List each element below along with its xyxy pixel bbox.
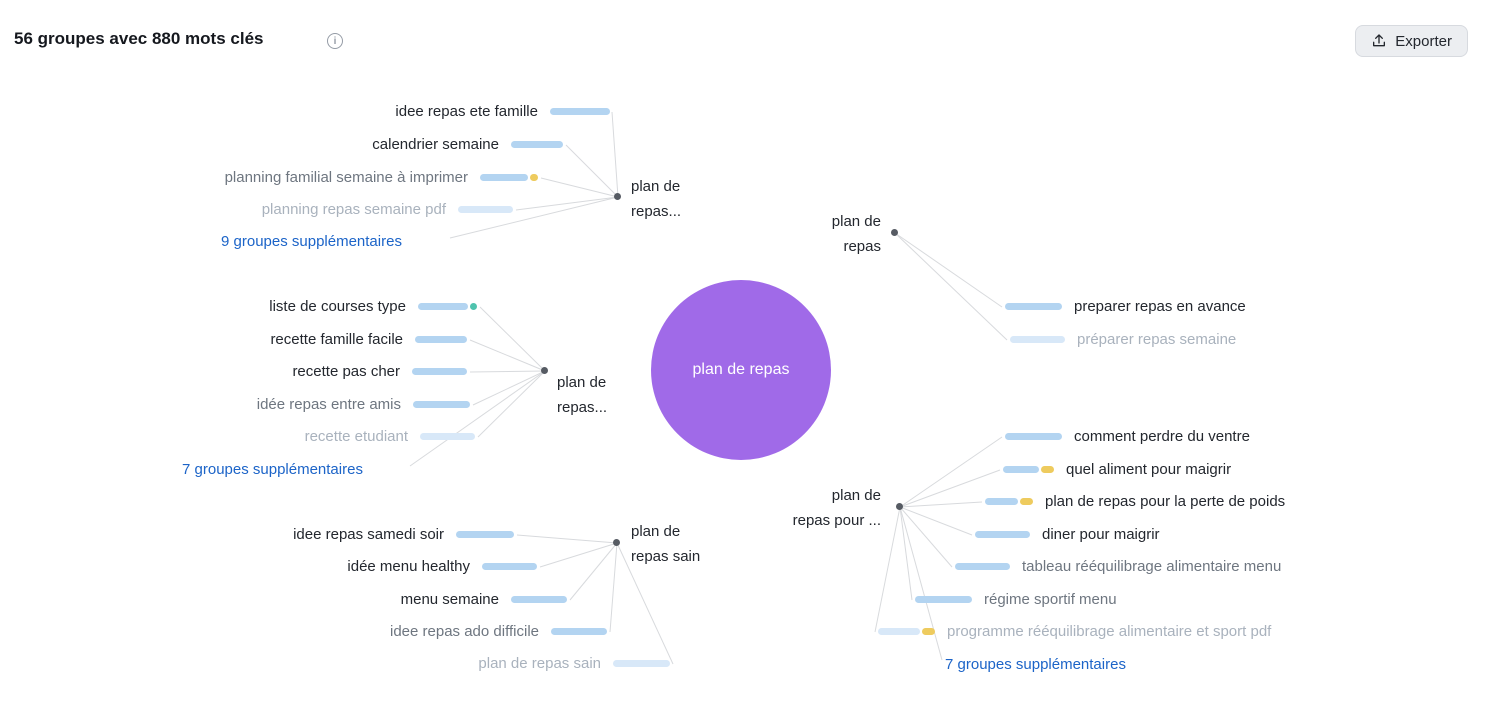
cluster-node-label-top-right[interactable]: plan de repas: [831, 213, 881, 255]
cluster-node-dot-bottom-right[interactable]: [896, 503, 903, 510]
cluster-node-label-top-left[interactable]: plan de repas...: [631, 178, 682, 220]
keyword-row[interactable]: preparer repas en avance: [1005, 295, 1246, 317]
volume-bar: [1005, 432, 1062, 440]
keyword-label: idee repas ete famille: [395, 102, 538, 120]
volume-bar: [985, 497, 1033, 505]
keyword-label: idée menu healthy: [347, 557, 470, 575]
keyword-label: planning repas semaine pdf: [261, 200, 446, 218]
keyword-label: plan de repas sain: [478, 654, 601, 672]
keyword-row[interactable]: recette famille facile: [270, 328, 467, 350]
keyword-label: tableau rééquilibrage alimentaire menu: [1022, 557, 1282, 575]
volume-bar: [511, 140, 563, 148]
keyword-row[interactable]: calendrier semaine: [372, 133, 563, 155]
keyword-label: comment perdre du ventre: [1074, 427, 1250, 445]
more-groups-link-top-left[interactable]: 9 groupes supplémentaires: [221, 232, 402, 250]
keyword-row[interactable]: idee repas ete famille: [395, 100, 610, 122]
keyword-row[interactable]: idee repas samedi soir: [293, 523, 514, 545]
volume-bar: [915, 595, 972, 603]
keyword-row[interactable]: plan de repas sain: [478, 652, 670, 674]
export-button-label: Exporter: [1395, 32, 1452, 50]
keyword-label: quel aliment pour maigrir: [1066, 460, 1232, 478]
center-topic-label: plan de repas: [692, 361, 790, 378]
keyword-row[interactable]: diner pour maigrir: [975, 523, 1160, 545]
volume-bar: [1005, 302, 1062, 310]
volume-bar: [1010, 335, 1065, 343]
keyword-label: programme rééquilibrage alimentaire et s…: [947, 622, 1272, 640]
keyword-row[interactable]: comment perdre du ventre: [1005, 425, 1250, 447]
cluster-node-dot-top-left[interactable]: [614, 193, 621, 200]
volume-bar: [975, 530, 1030, 538]
keyword-label: liste de courses type: [269, 297, 406, 315]
keyword-label: preparer repas en avance: [1074, 297, 1246, 315]
volume-bar: [878, 627, 935, 635]
keyword-row[interactable]: planning repas semaine pdf: [262, 198, 513, 220]
cluster-node-label-bottom-left[interactable]: plan de repas sain: [631, 523, 701, 565]
keyword-label: préparer repas semaine: [1077, 330, 1237, 348]
keyword-label: régime sportif menu: [984, 590, 1117, 608]
center-topic-node[interactable]: plan de repas: [651, 280, 831, 460]
keyword-row[interactable]: plan de repas pour la perte de poids: [985, 490, 1285, 512]
keyword-label: recette famille facile: [270, 330, 403, 348]
keyword-label: recette etudiant: [304, 427, 408, 445]
keyword-row[interactable]: recette etudiant: [305, 425, 475, 447]
volume-bar: [415, 335, 467, 343]
volume-bar: [458, 205, 513, 213]
keyword-row[interactable]: idée repas entre amis: [257, 393, 470, 415]
keyword-row[interactable]: quel aliment pour maigrir: [1003, 458, 1231, 480]
keyword-label: planning familial semaine à imprimer: [224, 168, 468, 186]
cluster-node-dot-mid-left[interactable]: [541, 367, 548, 374]
keyword-row[interactable]: tableau rééquilibrage alimentaire menu: [955, 555, 1281, 577]
volume-bar: [456, 530, 514, 538]
keyword-label: idee repas ado difficile: [390, 622, 539, 640]
more-groups-link-mid-left[interactable]: 7 groupes supplémentaires: [182, 460, 363, 478]
keyword-row[interactable]: régime sportif menu: [915, 588, 1117, 610]
export-button[interactable]: Exporter: [1355, 25, 1468, 57]
more-groups-link-bottom-right[interactable]: 7 groupes supplémentaires: [945, 655, 1126, 673]
cluster-node-dot-bottom-left[interactable]: [613, 539, 620, 546]
keyword-label: diner pour maigrir: [1042, 525, 1160, 543]
volume-bar: [550, 107, 610, 115]
keyword-row[interactable]: idée menu healthy: [347, 555, 537, 577]
volume-bar: [412, 367, 467, 375]
cluster-node-label-bottom-right[interactable]: plan de repas pour ...: [792, 487, 881, 529]
keyword-row[interactable]: menu semaine: [401, 588, 567, 610]
info-icon[interactable]: i: [327, 33, 343, 49]
cluster-node-label-mid-left[interactable]: plan de repas...: [557, 374, 608, 416]
volume-bar: [482, 562, 537, 570]
keyword-label: menu semaine: [400, 590, 499, 608]
keyword-label: calendrier semaine: [372, 135, 499, 153]
cluster-node-dot-top-right[interactable]: [891, 229, 898, 236]
keyword-row[interactable]: préparer repas semaine: [1010, 328, 1236, 350]
volume-bar: [511, 595, 567, 603]
volume-bar: [1003, 465, 1054, 473]
volume-bar: [413, 400, 470, 408]
keyword-row[interactable]: recette pas cher: [292, 360, 467, 382]
volume-bar: [480, 173, 538, 181]
page-title: 56 groupes avec 880 mots clés: [14, 29, 264, 48]
volume-bar: [418, 302, 477, 310]
volume-bar: [955, 562, 1010, 570]
keyword-label: idee repas samedi soir: [293, 525, 444, 543]
keyword-label: idée repas entre amis: [256, 395, 401, 413]
volume-bar: [613, 659, 670, 667]
keyword-row[interactable]: liste de courses type: [269, 295, 477, 317]
volume-bar: [420, 432, 475, 440]
keyword-row[interactable]: programme rééquilibrage alimentaire et s…: [878, 620, 1271, 642]
keyword-label: plan de repas pour la perte de poids: [1045, 492, 1286, 510]
volume-bar: [551, 627, 607, 635]
keyword-label: recette pas cher: [292, 362, 400, 380]
keyword-row[interactable]: planning familial semaine à imprimer: [225, 166, 538, 188]
export-icon: [1371, 33, 1387, 49]
keyword-row[interactable]: idee repas ado difficile: [390, 620, 607, 642]
